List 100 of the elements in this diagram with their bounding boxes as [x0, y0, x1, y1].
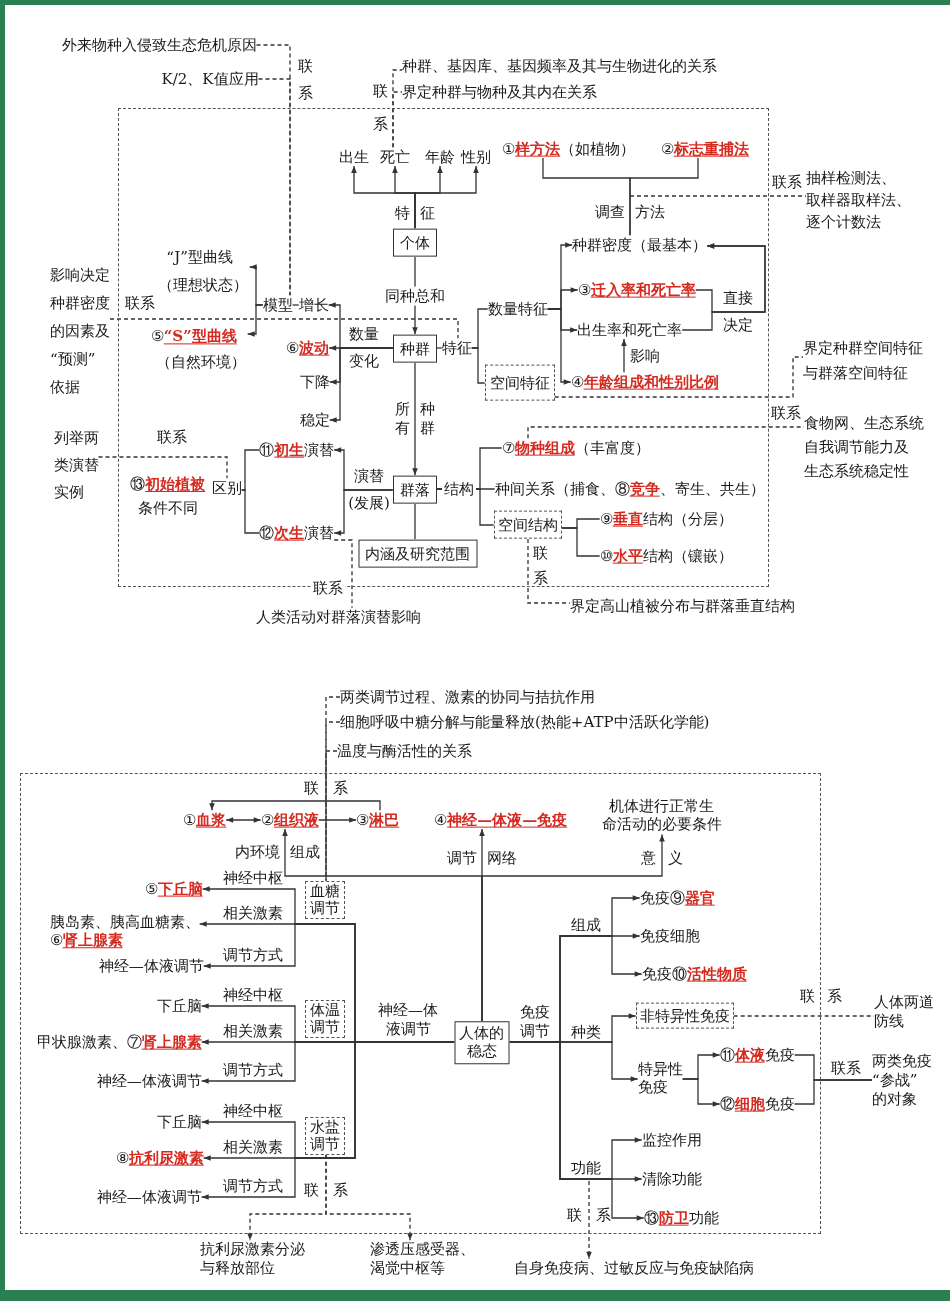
- note-text: 列举两类演替实例: [53, 424, 99, 506]
- concept-label: ⑬初始植被条件不同: [130, 471, 206, 520]
- edge-label: 种类: [571, 1022, 601, 1042]
- note-text: 界定种群与物种及其内在关系: [402, 82, 597, 102]
- edge-label: 联系: [304, 1180, 348, 1200]
- concept-label: ⑫次生演替: [259, 523, 335, 543]
- concept-label: “J”型曲线: [166, 249, 234, 267]
- edge-label: 联系: [567, 1205, 611, 1225]
- concept-label: 下丘脑: [156, 996, 202, 1016]
- note-text: 细胞呼吸中糖分解与能量释放(热能+ATP中活跃化学能): [340, 712, 710, 732]
- note-text: 人体两道防线: [874, 993, 934, 1031]
- arrow: [412, 362, 418, 476]
- edge-label: 神经中枢: [223, 868, 283, 888]
- edge-label: 意义: [641, 848, 683, 868]
- leader-line: [392, 91, 403, 148]
- note-text: 食物网、生态系统自我调节能力及生态系统稳定性: [804, 411, 924, 483]
- concept-label: 下降: [299, 372, 330, 392]
- leader-line: [629, 195, 807, 197]
- leader-line: [527, 538, 571, 604]
- arrow: [329, 347, 394, 423]
- concept-label: ⑦物种组成（丰富度）: [501, 438, 650, 458]
- leader-line: [109, 318, 459, 339]
- edge-label: 联系: [125, 293, 155, 313]
- leader-arrow: [586, 1180, 592, 1260]
- concept-label: 出生率和死亡率: [577, 320, 683, 340]
- concept-label: ⑥波动: [286, 338, 330, 358]
- concept-label: 下丘脑: [156, 1112, 202, 1132]
- concept-label: 清除功能: [641, 1169, 702, 1189]
- concept-label: ④年龄组成和性别比例: [570, 372, 719, 392]
- edge-label: 联系: [311, 578, 345, 598]
- connector-line: [414, 503, 416, 540]
- concept-label: ⑪体液免疫: [719, 1045, 795, 1065]
- concept-label: ①样方法（如植物）: [502, 139, 636, 159]
- concept-box: 群落: [392, 475, 437, 505]
- connector-line: [629, 157, 699, 236]
- concept-label: 种间关系（捕食、⑧竞争、寄生、共生）: [494, 479, 765, 499]
- arrow: [333, 489, 394, 536]
- concept-label: 增长: [298, 295, 329, 315]
- leader-arrow: [325, 1154, 413, 1241]
- concept-label: 稳定: [299, 410, 330, 430]
- arrow: [225, 817, 262, 823]
- concept-box: 个体: [392, 228, 437, 258]
- dashed-box: 空间特征: [484, 364, 555, 402]
- concept-label: 神经—体液调节: [98, 956, 204, 976]
- note-text: 两类免疫“参战”的对象: [872, 1051, 932, 1109]
- edge-label: 演替(发展): [348, 467, 390, 513]
- arrow: [247, 304, 264, 337]
- connector-line: [794, 1079, 873, 1105]
- edge-label: 调节方式: [223, 1176, 283, 1196]
- note-text: 人类活动对群落演替影响: [255, 607, 421, 627]
- edge-label: 联系: [372, 82, 388, 134]
- concept-label: 死亡: [379, 147, 410, 167]
- leader-line: [333, 539, 353, 609]
- edge-label: 联系: [532, 544, 548, 588]
- connector-line: [292, 304, 300, 306]
- concept-label: ⑤“S”型曲线: [150, 328, 237, 346]
- concept-label: ②组织液: [260, 810, 319, 830]
- annotation-text: （理想状态）: [157, 277, 248, 295]
- arrow: [547, 308, 572, 385]
- edge-label: 内环境组成: [235, 842, 320, 862]
- concept-box: 内涵及研究范围: [358, 539, 478, 569]
- concept-label: ①血浆: [183, 810, 227, 830]
- note-text: 影响决定种群密度的因素及“预测”依据: [50, 261, 110, 401]
- edge-label: 调查方法: [595, 202, 665, 222]
- connector-line: [241, 449, 260, 491]
- concept-label: ⑬防卫功能: [643, 1208, 719, 1228]
- leader-line: [554, 356, 804, 398]
- note-text: 抽样检测法、取样器取样法、逐个计数法: [806, 167, 911, 233]
- edge-label: 调节方式: [223, 945, 283, 965]
- arrow: [621, 338, 627, 373]
- annotation-text: （自然环境）: [155, 354, 246, 372]
- edge-label: 所有种群: [395, 400, 435, 438]
- leader-line: [255, 44, 291, 296]
- dashed-box: 水盐调节: [304, 1116, 345, 1155]
- edge-label: 联系: [831, 1058, 861, 1078]
- concept-label: 区别: [211, 478, 242, 498]
- concept-label: ④神经—体液—免疫: [434, 810, 568, 830]
- note-text: 外来物种入侵致生态危机原因: [61, 35, 257, 55]
- leader-line: [257, 78, 291, 296]
- concept-box: 人体的稳态: [454, 1020, 510, 1065]
- connector-line: [241, 489, 260, 534]
- edge-label: 功能: [571, 1158, 601, 1178]
- edge-label: 数量变化: [349, 325, 379, 371]
- note-text: 两类调节过程、激素的协同与拮抗作用: [340, 687, 595, 707]
- edge-label: 联系: [157, 427, 187, 447]
- edge-label: 联系: [800, 986, 842, 1006]
- concept-label: 机体进行正常生命活动的必要条件: [601, 796, 722, 835]
- arrow: [481, 833, 665, 1022]
- edge-label: 联系: [297, 57, 313, 103]
- edge-label: 同种总和: [383, 286, 447, 306]
- concept-label: ③淋巴: [356, 810, 400, 830]
- connector-line: [436, 347, 443, 349]
- concept-label: 神经—体液调节: [96, 1071, 202, 1091]
- concept-label: 监控作用: [641, 1130, 702, 1150]
- concept-label: ⑫细胞免疫: [719, 1094, 795, 1114]
- note-text: 种群、基因库、基因频率及其与生物进化的关系: [402, 56, 717, 76]
- concept-label: 免疫⑩活性物质: [641, 964, 747, 984]
- edge-label: 特征: [395, 203, 435, 223]
- edge-label: 联系: [772, 172, 802, 192]
- concept-label: ⑧抗利尿激素: [115, 1148, 204, 1168]
